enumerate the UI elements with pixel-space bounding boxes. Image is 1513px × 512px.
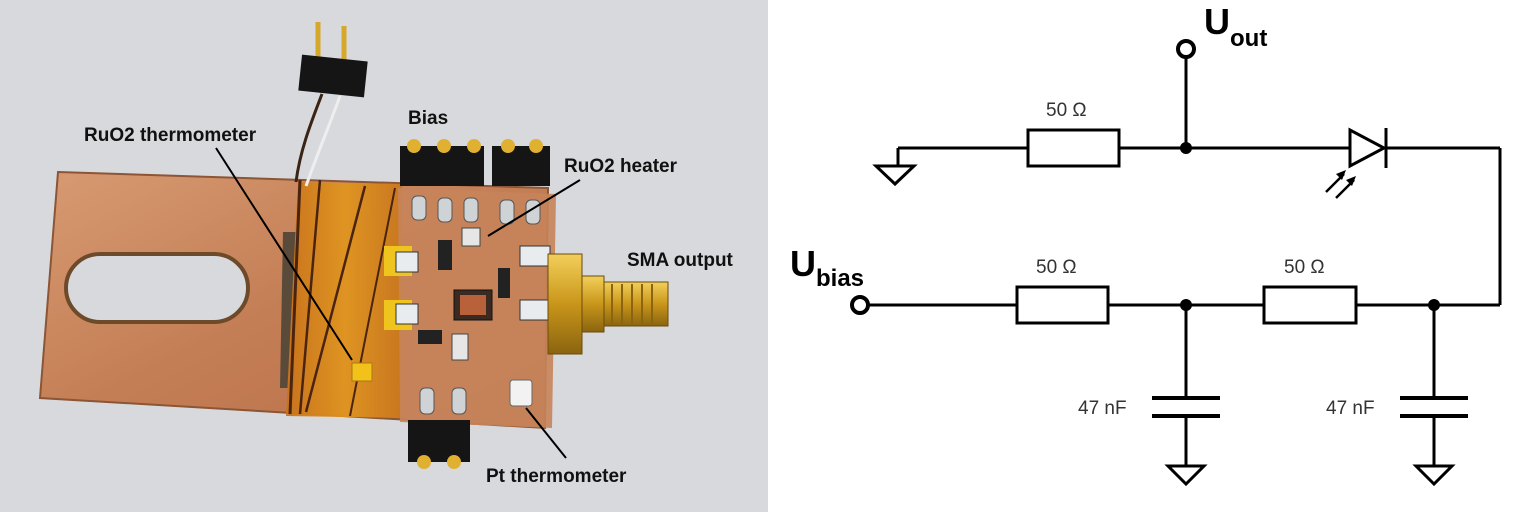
bottom-connector <box>408 420 470 469</box>
schematic-drawing: Uout 50 Ω Ubias 50 Ω 50 Ω <box>790 1 1502 487</box>
label-sma-output: SMA output <box>627 250 734 271</box>
resistor-top <box>1026 128 1121 168</box>
ubias-terminal <box>850 295 870 315</box>
label-c-left: 47 nF <box>1078 398 1127 419</box>
ground-top-icon <box>872 164 918 187</box>
device-photo-drawing: RuO2 thermometer Bias RuO2 heater SMA ou… <box>38 22 734 487</box>
wire-wrap-1 <box>288 179 302 415</box>
ground-right-icon <box>1412 464 1456 487</box>
label-pt-thermometer: Pt thermometer <box>486 466 627 487</box>
leader-ruo2-thermometer <box>215 147 353 361</box>
label-r-bottom-right: 50 Ω <box>1284 257 1325 278</box>
resistor-bottom-left <box>1015 285 1110 325</box>
wire-wrap-2 <box>298 179 322 415</box>
resistor-bottom-right <box>1262 285 1358 325</box>
circuit-schematic: Uout 50 Ω Ubias 50 Ω 50 Ω <box>768 0 1513 512</box>
bias-connectors <box>400 139 550 186</box>
leader-pt-thermometer <box>525 407 567 459</box>
label-ruo2-thermometer: RuO2 thermometer <box>84 125 257 146</box>
device-photo: RuO2 thermometer Bias RuO2 heater SMA ou… <box>0 0 768 512</box>
leader-ruo2-heater <box>487 179 581 237</box>
thermometer-connector <box>294 22 368 187</box>
label-bias: Bias <box>408 108 448 129</box>
label-u-bias: Ubias <box>790 243 864 292</box>
label-r-bottom-left: 50 Ω <box>1036 257 1077 278</box>
label-c-right: 47 nF <box>1326 398 1375 419</box>
sma-connector <box>547 253 669 355</box>
wire-wrap-3 <box>304 185 367 413</box>
uout-terminal <box>1176 39 1196 59</box>
junction-top <box>1180 142 1192 154</box>
mounting-slot <box>64 252 250 324</box>
label-u-out: Uout <box>1204 1 1267 52</box>
label-r-top: 50 Ω <box>1046 100 1087 121</box>
label-ruo2-heater: RuO2 heater <box>564 156 678 177</box>
ground-left-icon <box>1164 464 1208 487</box>
photodiode-icon <box>1325 127 1388 199</box>
ruo2-thermometer-chip <box>351 362 373 382</box>
